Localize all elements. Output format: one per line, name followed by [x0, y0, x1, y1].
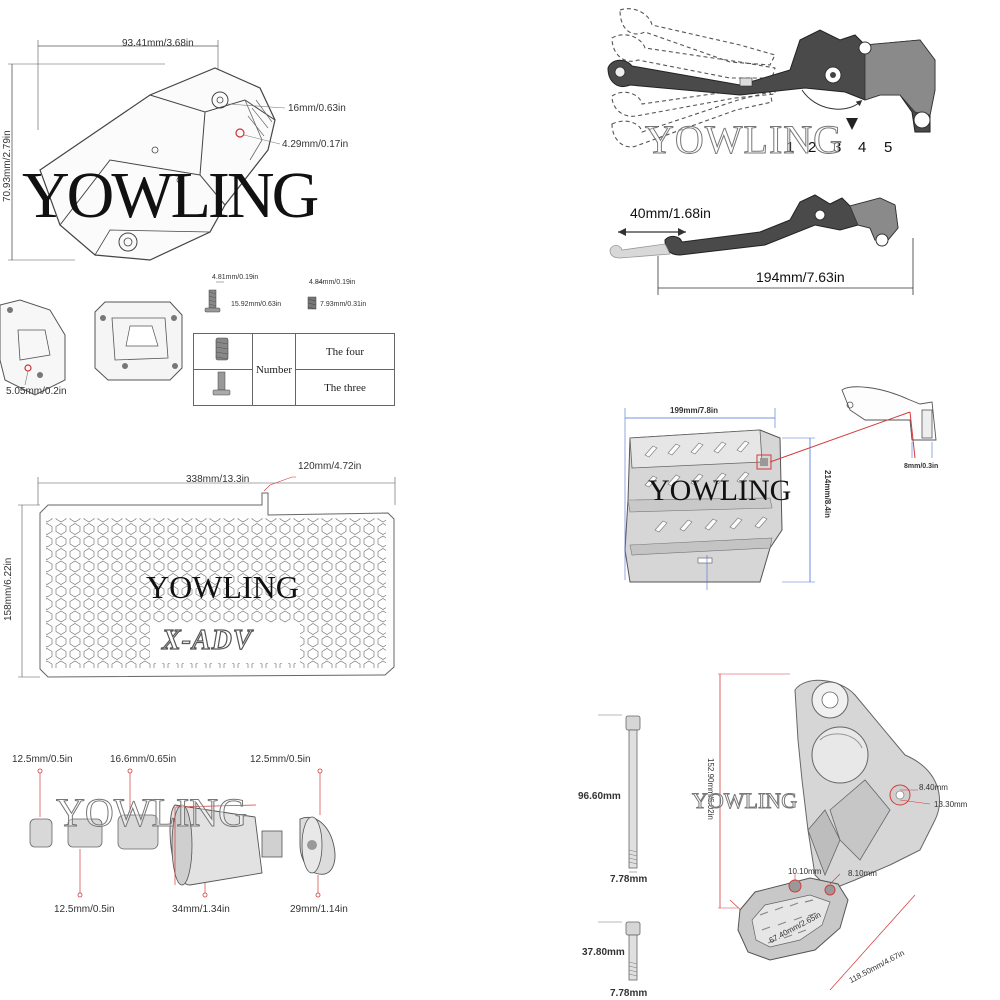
guard-tab-label: 120mm/4.72in: [298, 461, 362, 472]
slider-top-left: 12.5mm/0.5in: [12, 754, 73, 765]
lever-position-5: 5: [884, 139, 893, 156]
lever-fold-label: 40mm/1.68in: [630, 205, 711, 221]
screw1-length-label: 15.92mm/0.63in: [231, 301, 282, 308]
bolt-long-dia: 7.78mm: [610, 874, 648, 885]
side-stand-panel: 93.41mm/3.68in 70.93mm/2.79in 16mm/0.63i…: [0, 0, 400, 420]
guard-width-label: 338mm/13.3in: [186, 474, 250, 485]
footpeg-peg-a-label: 10.10mm: [788, 867, 822, 876]
slider-bot-mid: 34mm/1.34in: [172, 904, 230, 915]
brake-lever-drawing: [607, 8, 936, 295]
side-stand-height-label: 70.93mm/2.79in: [2, 130, 13, 202]
slider-top-mid: 16.6mm/0.65in: [110, 754, 177, 765]
number-header: Number: [252, 333, 296, 406]
bolt-short-length: 37.80mm: [582, 947, 625, 958]
footpeg-peg-b-label: 8.10mm: [848, 869, 877, 878]
screw2-diameter-label: 4.84mm/0.19in: [309, 279, 356, 286]
skid-hole-label: 8mm/0.3in: [904, 463, 939, 470]
footpeg-panel: 152.90mm/6.02in 8.40mm 13.30mm 10.10mm 8…: [690, 660, 1000, 1000]
brake-lever-panel: 1 2 3 4 5 40mm/1.68in 194mm/7.63in YOWLI…: [590, 0, 1000, 300]
side-stand-hole-b-label: 4.29mm/0.17in: [282, 139, 349, 150]
screw-icon-cell-2: [193, 369, 253, 406]
bolt-long-length: 96.60mm: [578, 791, 621, 802]
lever-length-label: 194mm/7.63in: [756, 269, 845, 285]
screw-icon-cell-1: [193, 333, 253, 370]
lever-position-3: 3: [833, 139, 842, 156]
screw1-diameter-label: 4.81mm/0.19in: [212, 274, 259, 281]
screw2-length-label: 7.93mm/0.31in: [320, 301, 367, 308]
table-row-three: The three: [295, 369, 395, 406]
skid-width-label: 199mm/7.8in: [670, 406, 719, 415]
footpeg-drawing: [718, 673, 941, 991]
radiator-guard-drawing: [18, 476, 396, 678]
radiator-guard-panel: 338mm/13.3in 120mm/4.72in 158mm/6.22in X…: [0, 455, 410, 690]
bolt-short-dia: 7.78mm: [610, 988, 648, 999]
frame-slider-panel: 12.5mm/0.5in 16.6mm/0.65in 12.5mm/0.5in …: [0, 745, 370, 925]
lever-position-4: 4: [858, 139, 867, 156]
guard-height-label: 158mm/6.22in: [3, 557, 14, 621]
side-stand-width-label: 93.41mm/3.68in: [122, 38, 194, 49]
bolts-panel: 96.60mm 7.78mm 37.80mm 7.78mm: [570, 700, 670, 1000]
skid-height-label: 214mm/8.4in: [823, 470, 832, 519]
side-stand-drawing: [0, 40, 324, 396]
skid-plate-panel: 199mm/7.8in 214mm/8.4in 8mm/0.3in YOWLIN…: [610, 380, 1000, 600]
frame-slider-drawing: [29, 768, 336, 898]
foot-hole-label: 5.05mm/0.2in: [6, 386, 67, 397]
footpeg-height-label: 152.90mm/6.02in: [706, 758, 715, 820]
screw-count-table: Number The four The three: [193, 333, 395, 406]
footpeg-hole-b-label: 13.30mm: [934, 800, 968, 809]
footpeg-hole-a-label: 8.40mm: [919, 783, 948, 792]
bolts-drawing: [598, 714, 641, 981]
slider-bot-left: 12.5mm/0.5in: [54, 904, 115, 915]
lever-position-2: 2: [808, 139, 817, 156]
lever-position-1: 1: [786, 139, 795, 156]
slider-top-right: 12.5mm/0.5in: [250, 754, 311, 765]
skid-plate-drawing: [624, 386, 937, 590]
side-stand-hole-a-label: 16mm/0.63in: [288, 103, 346, 114]
table-row-four: The four: [295, 333, 395, 370]
slider-bot-right: 29mm/1.14in: [290, 904, 348, 915]
